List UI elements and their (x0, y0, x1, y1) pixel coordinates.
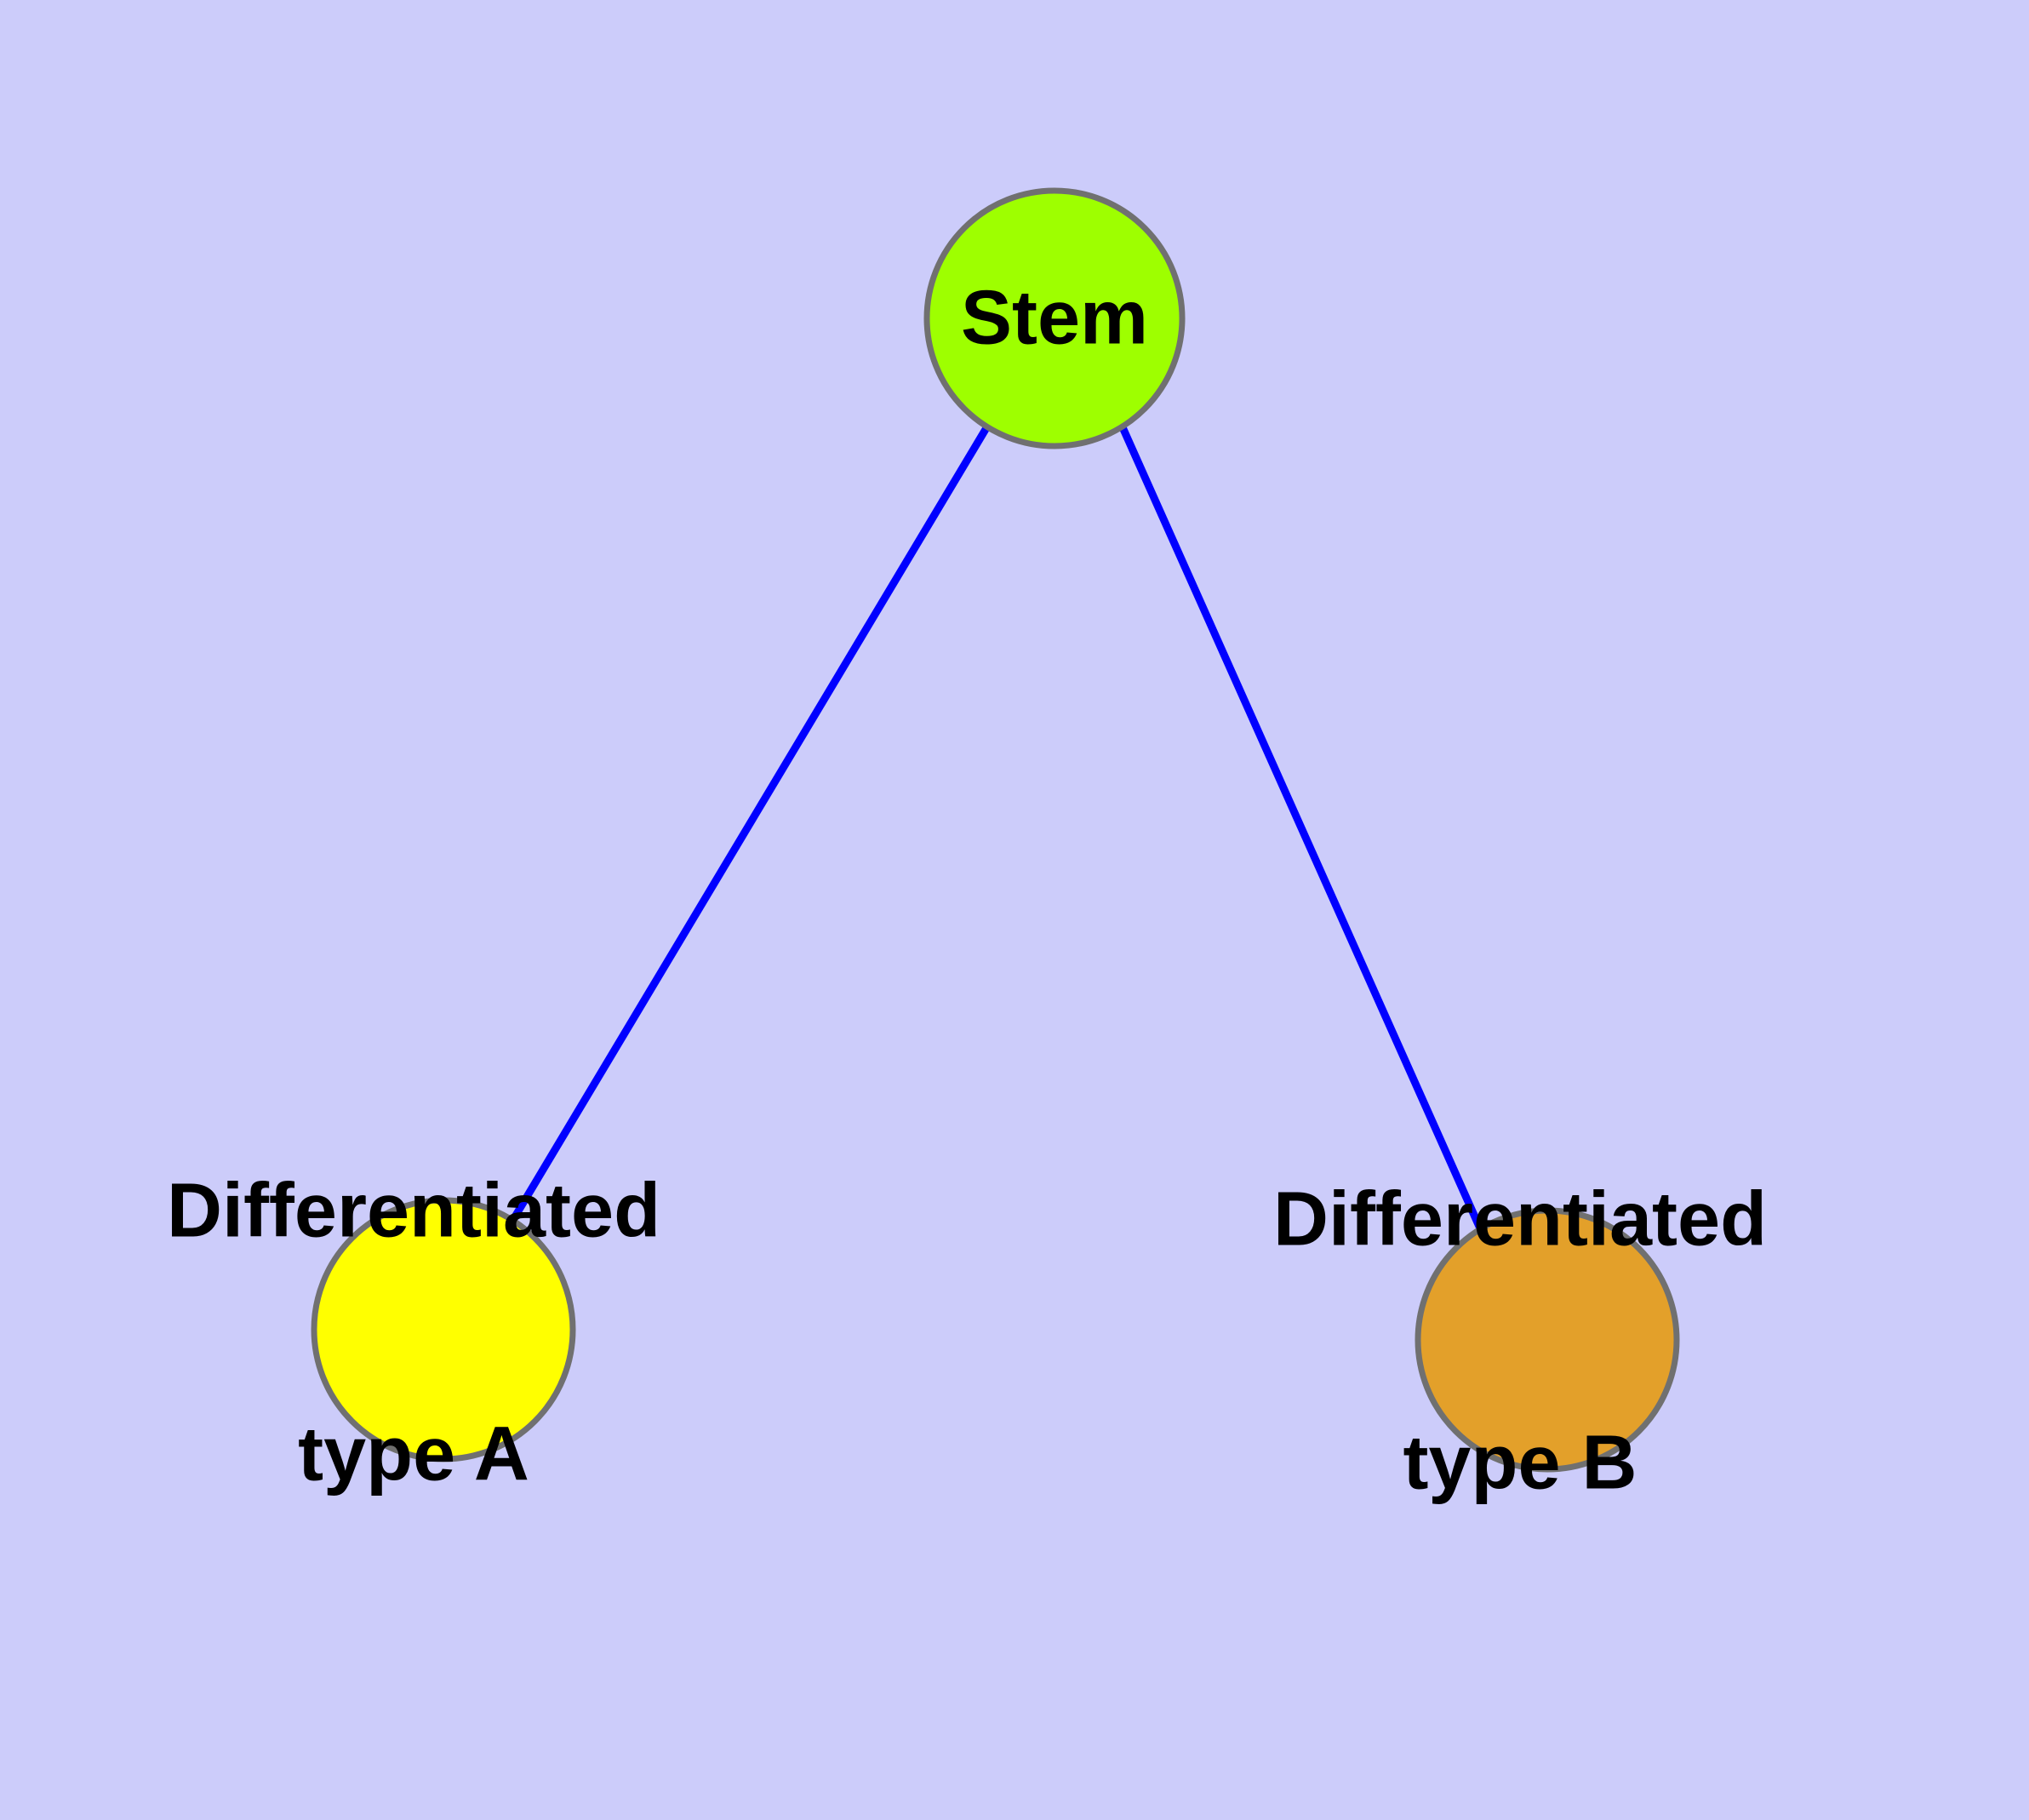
node-stem[interactable] (923, 187, 1186, 449)
node-layer (311, 187, 1680, 1473)
node-differentiated-type-b[interactable] (1415, 1207, 1680, 1473)
edge-stem-to-differentiated-type-b[interactable] (1118, 426, 1484, 1230)
edge-stem-to-differentiated-type-a[interactable] (511, 424, 991, 1221)
edge-layer (511, 424, 1484, 1230)
node-differentiated-type-a[interactable] (311, 1197, 576, 1462)
